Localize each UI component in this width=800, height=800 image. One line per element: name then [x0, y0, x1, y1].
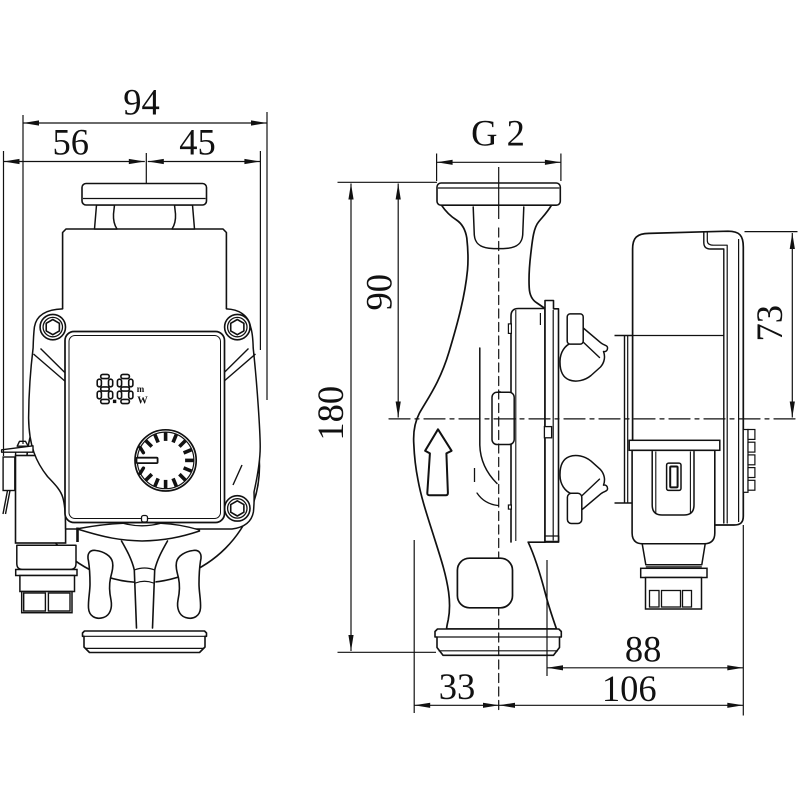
svg-text:94: 94 — [123, 82, 160, 123]
svg-text:106: 106 — [602, 668, 657, 709]
svg-text:73: 73 — [749, 305, 790, 342]
svg-text:180: 180 — [310, 386, 351, 441]
svg-text:45: 45 — [179, 122, 216, 163]
svg-text:G 2: G 2 — [471, 113, 525, 154]
svg-text:W: W — [137, 395, 148, 406]
svg-text:m: m — [137, 384, 145, 394]
svg-text:56: 56 — [52, 122, 89, 163]
svg-text:88: 88 — [625, 628, 662, 669]
svg-text:90: 90 — [358, 274, 399, 311]
svg-text:33: 33 — [439, 666, 476, 707]
